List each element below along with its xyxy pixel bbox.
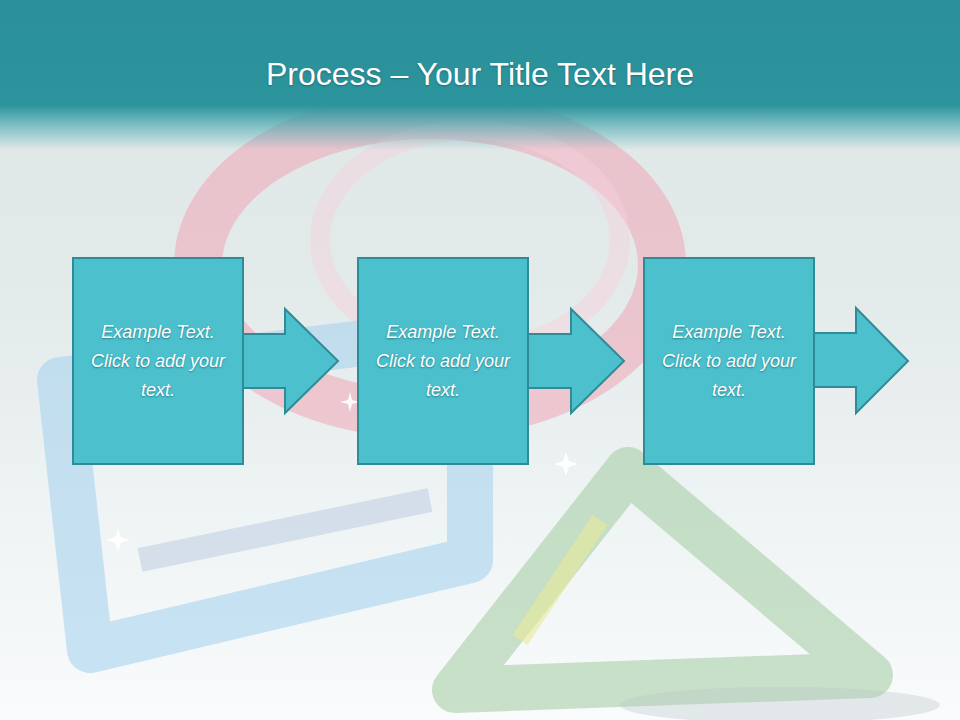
box-text: Example Text. Click to add your text. [659, 318, 799, 405]
block-arrow [811, 308, 908, 413]
block-arrow [527, 309, 624, 413]
process-box: Example Text. Click to add your text. [72, 257, 244, 465]
triangle-highlight [520, 520, 600, 640]
box-text: Example Text. Click to add your text. [373, 318, 513, 405]
slide-title: Process – Your Title Text Here [0, 52, 960, 96]
process-box: Example Text. Click to add your text. [643, 257, 815, 465]
sparkle [554, 452, 578, 476]
box-text: Example Text. Click to add your text. [88, 318, 228, 405]
green-triangle [455, 470, 870, 690]
process-box: Example Text. Click to add your text. [357, 257, 529, 465]
floor-shadow [620, 687, 940, 720]
block-arrow [242, 309, 338, 413]
frame-shadow [140, 500, 430, 560]
sparkle [106, 528, 130, 552]
